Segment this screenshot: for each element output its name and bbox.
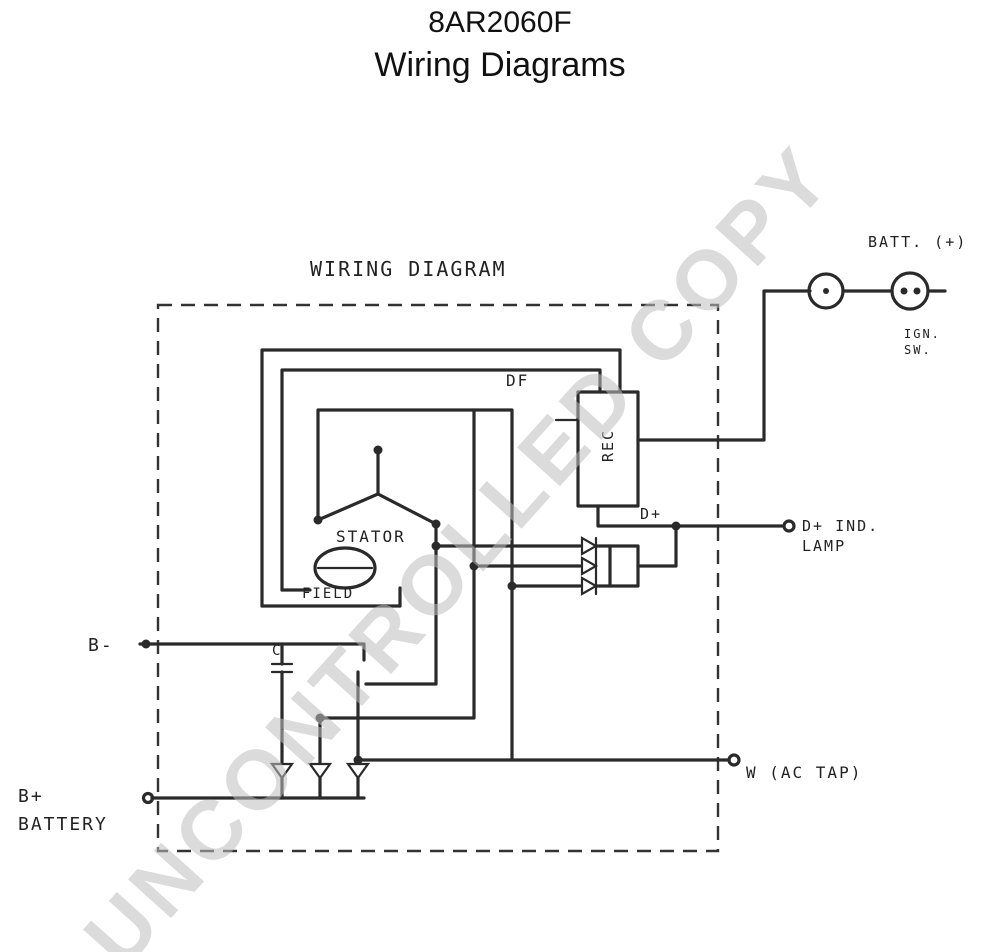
diode-1-icon: [580, 536, 599, 556]
b-minus-label: B-: [88, 635, 114, 656]
diode-2-icon: [580, 556, 599, 576]
ign-sw-label-1: IGN.: [904, 327, 941, 341]
rectifier-diode-3-icon: [345, 762, 371, 780]
rotor-icon: [313, 546, 377, 590]
w-terminal-icon: [727, 753, 741, 767]
diode-bus-wire: [636, 524, 678, 568]
c-label: C: [272, 643, 282, 659]
b-minus-wire: [138, 642, 366, 662]
field-label: FIELD: [302, 586, 354, 602]
rectifier-diode-1-icon: [269, 762, 295, 780]
d-plus-ind-lamp-label-1: D+ IND.: [802, 517, 879, 535]
alternator-enclosure: [156, 303, 720, 853]
field-wire-inner: [280, 368, 602, 592]
stator-winding-left: [316, 492, 380, 522]
b-plus-terminal-icon: [141, 791, 155, 805]
d-plus-wire: [596, 504, 784, 528]
ignition-switch-icon: [890, 271, 930, 311]
w-ac-tap-label: W (AC TAP): [746, 763, 862, 782]
d-plus-ind-lamp-label-2: LAMP: [802, 537, 846, 555]
rec-label: REC: [599, 429, 617, 462]
regulator-battery-wire: [636, 289, 812, 442]
batt-plus-label: BATT. (+): [868, 233, 967, 251]
regulator-box: [576, 390, 640, 508]
page-subtitle: Wiring Diagrams: [374, 46, 626, 84]
ign-sw-label-2: SW.: [904, 343, 932, 357]
stator-label: STATOR: [336, 527, 406, 546]
diagram-heading: WIRING DIAGRAM: [310, 257, 507, 281]
b-plus-label: B+: [18, 786, 44, 807]
stator-winding-right: [376, 492, 438, 526]
df-label: DF: [506, 371, 529, 390]
page-title: 8AR2060F: [428, 6, 572, 39]
battery-label: BATTERY: [18, 814, 108, 835]
d-plus-terminal-icon: [782, 519, 796, 533]
uncontrolled-copy-watermark: UNCONTROLLED COPY: [66, 127, 850, 952]
d-plus-label: D+: [640, 505, 662, 523]
field-wire-outer: [260, 348, 622, 608]
rectifier-diode-2-icon: [307, 762, 333, 780]
diode-3-icon: [580, 576, 599, 596]
